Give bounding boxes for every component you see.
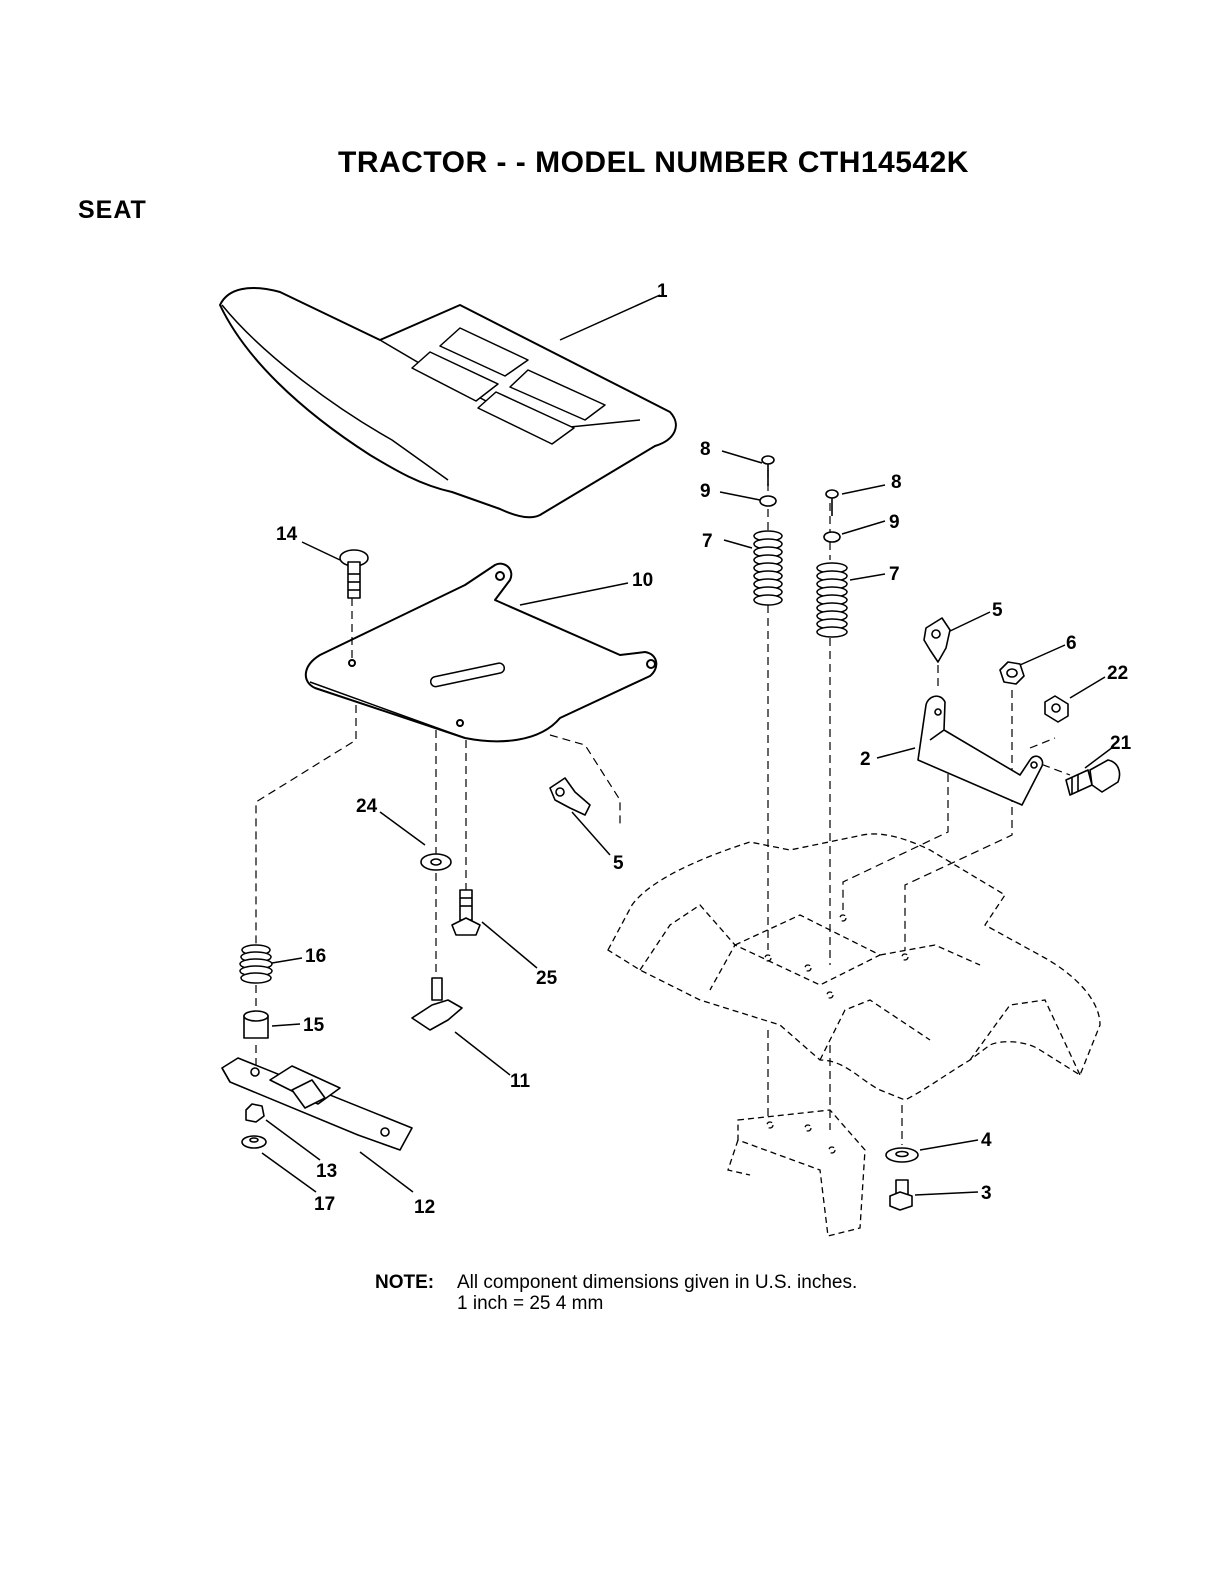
callout-15: 15	[303, 1015, 325, 1036]
adjustment-knob-21	[1066, 760, 1120, 795]
callout-6: 6	[1066, 633, 1077, 654]
callout-7-right: 7	[889, 564, 900, 585]
hex-bolt-3	[890, 1180, 912, 1210]
seat-bracket-2	[918, 696, 1043, 805]
callout-17: 17	[314, 1194, 335, 1215]
callout-21: 21	[1110, 733, 1132, 754]
spring-16	[240, 945, 272, 983]
seat-clip-5-lower	[550, 778, 590, 815]
note-label: NOTE:	[375, 1272, 457, 1293]
callout-3: 3	[981, 1183, 992, 1204]
callout-5-lower: 5	[613, 853, 624, 874]
washer-17	[242, 1136, 266, 1148]
assembly-lines	[256, 470, 1070, 1145]
hardware-parts	[222, 456, 1120, 1210]
callout-5-upper: 5	[992, 600, 1003, 621]
callout-8-left: 8	[700, 439, 711, 460]
seat-cushion	[220, 288, 676, 517]
callout-14: 14	[276, 524, 298, 545]
note-text-1: All component dimensions given in U.S. i…	[457, 1272, 857, 1293]
callout-12: 12	[414, 1197, 435, 1218]
spring-7-right	[817, 563, 847, 637]
callout-24: 24	[356, 796, 378, 817]
callout-8-right: 8	[891, 472, 902, 493]
wing-knob-11	[412, 978, 462, 1030]
callout-16: 16	[305, 946, 326, 967]
carriage-bolt-14	[340, 550, 368, 598]
callout-10: 10	[632, 570, 653, 591]
tractor-frame	[608, 834, 1100, 1236]
seat-clip-5-upper	[924, 618, 950, 662]
spring-7-left	[754, 531, 782, 605]
hex-nut-6	[1000, 662, 1024, 684]
callout-1: 1	[657, 281, 668, 302]
callout-7-left: 7	[702, 531, 713, 552]
lock-nut-13	[246, 1104, 264, 1122]
callout-4: 4	[981, 1130, 992, 1151]
note-block: NOTE:All component dimensions given in U…	[375, 1272, 857, 1314]
nut-22	[1045, 696, 1068, 722]
callout-11: 11	[510, 1071, 531, 1092]
spacer-15	[244, 1011, 268, 1038]
bolt-8-left	[762, 456, 774, 486]
lock-washer-9-right	[824, 532, 840, 542]
lock-washer-9-left	[760, 496, 776, 506]
callout-9-right: 9	[889, 512, 900, 533]
callout-2: 2	[860, 749, 871, 770]
callout-22: 22	[1107, 663, 1128, 684]
bolt-8-right	[826, 490, 838, 516]
shoulder-bolt-25	[452, 890, 480, 935]
note-line-1: NOTE:All component dimensions given in U…	[375, 1272, 857, 1293]
note-text-2: 1 inch = 25 4 mm	[375, 1293, 857, 1314]
callout-13: 13	[316, 1161, 337, 1182]
callout-9-left: 9	[700, 481, 711, 502]
callout-25: 25	[536, 968, 558, 989]
